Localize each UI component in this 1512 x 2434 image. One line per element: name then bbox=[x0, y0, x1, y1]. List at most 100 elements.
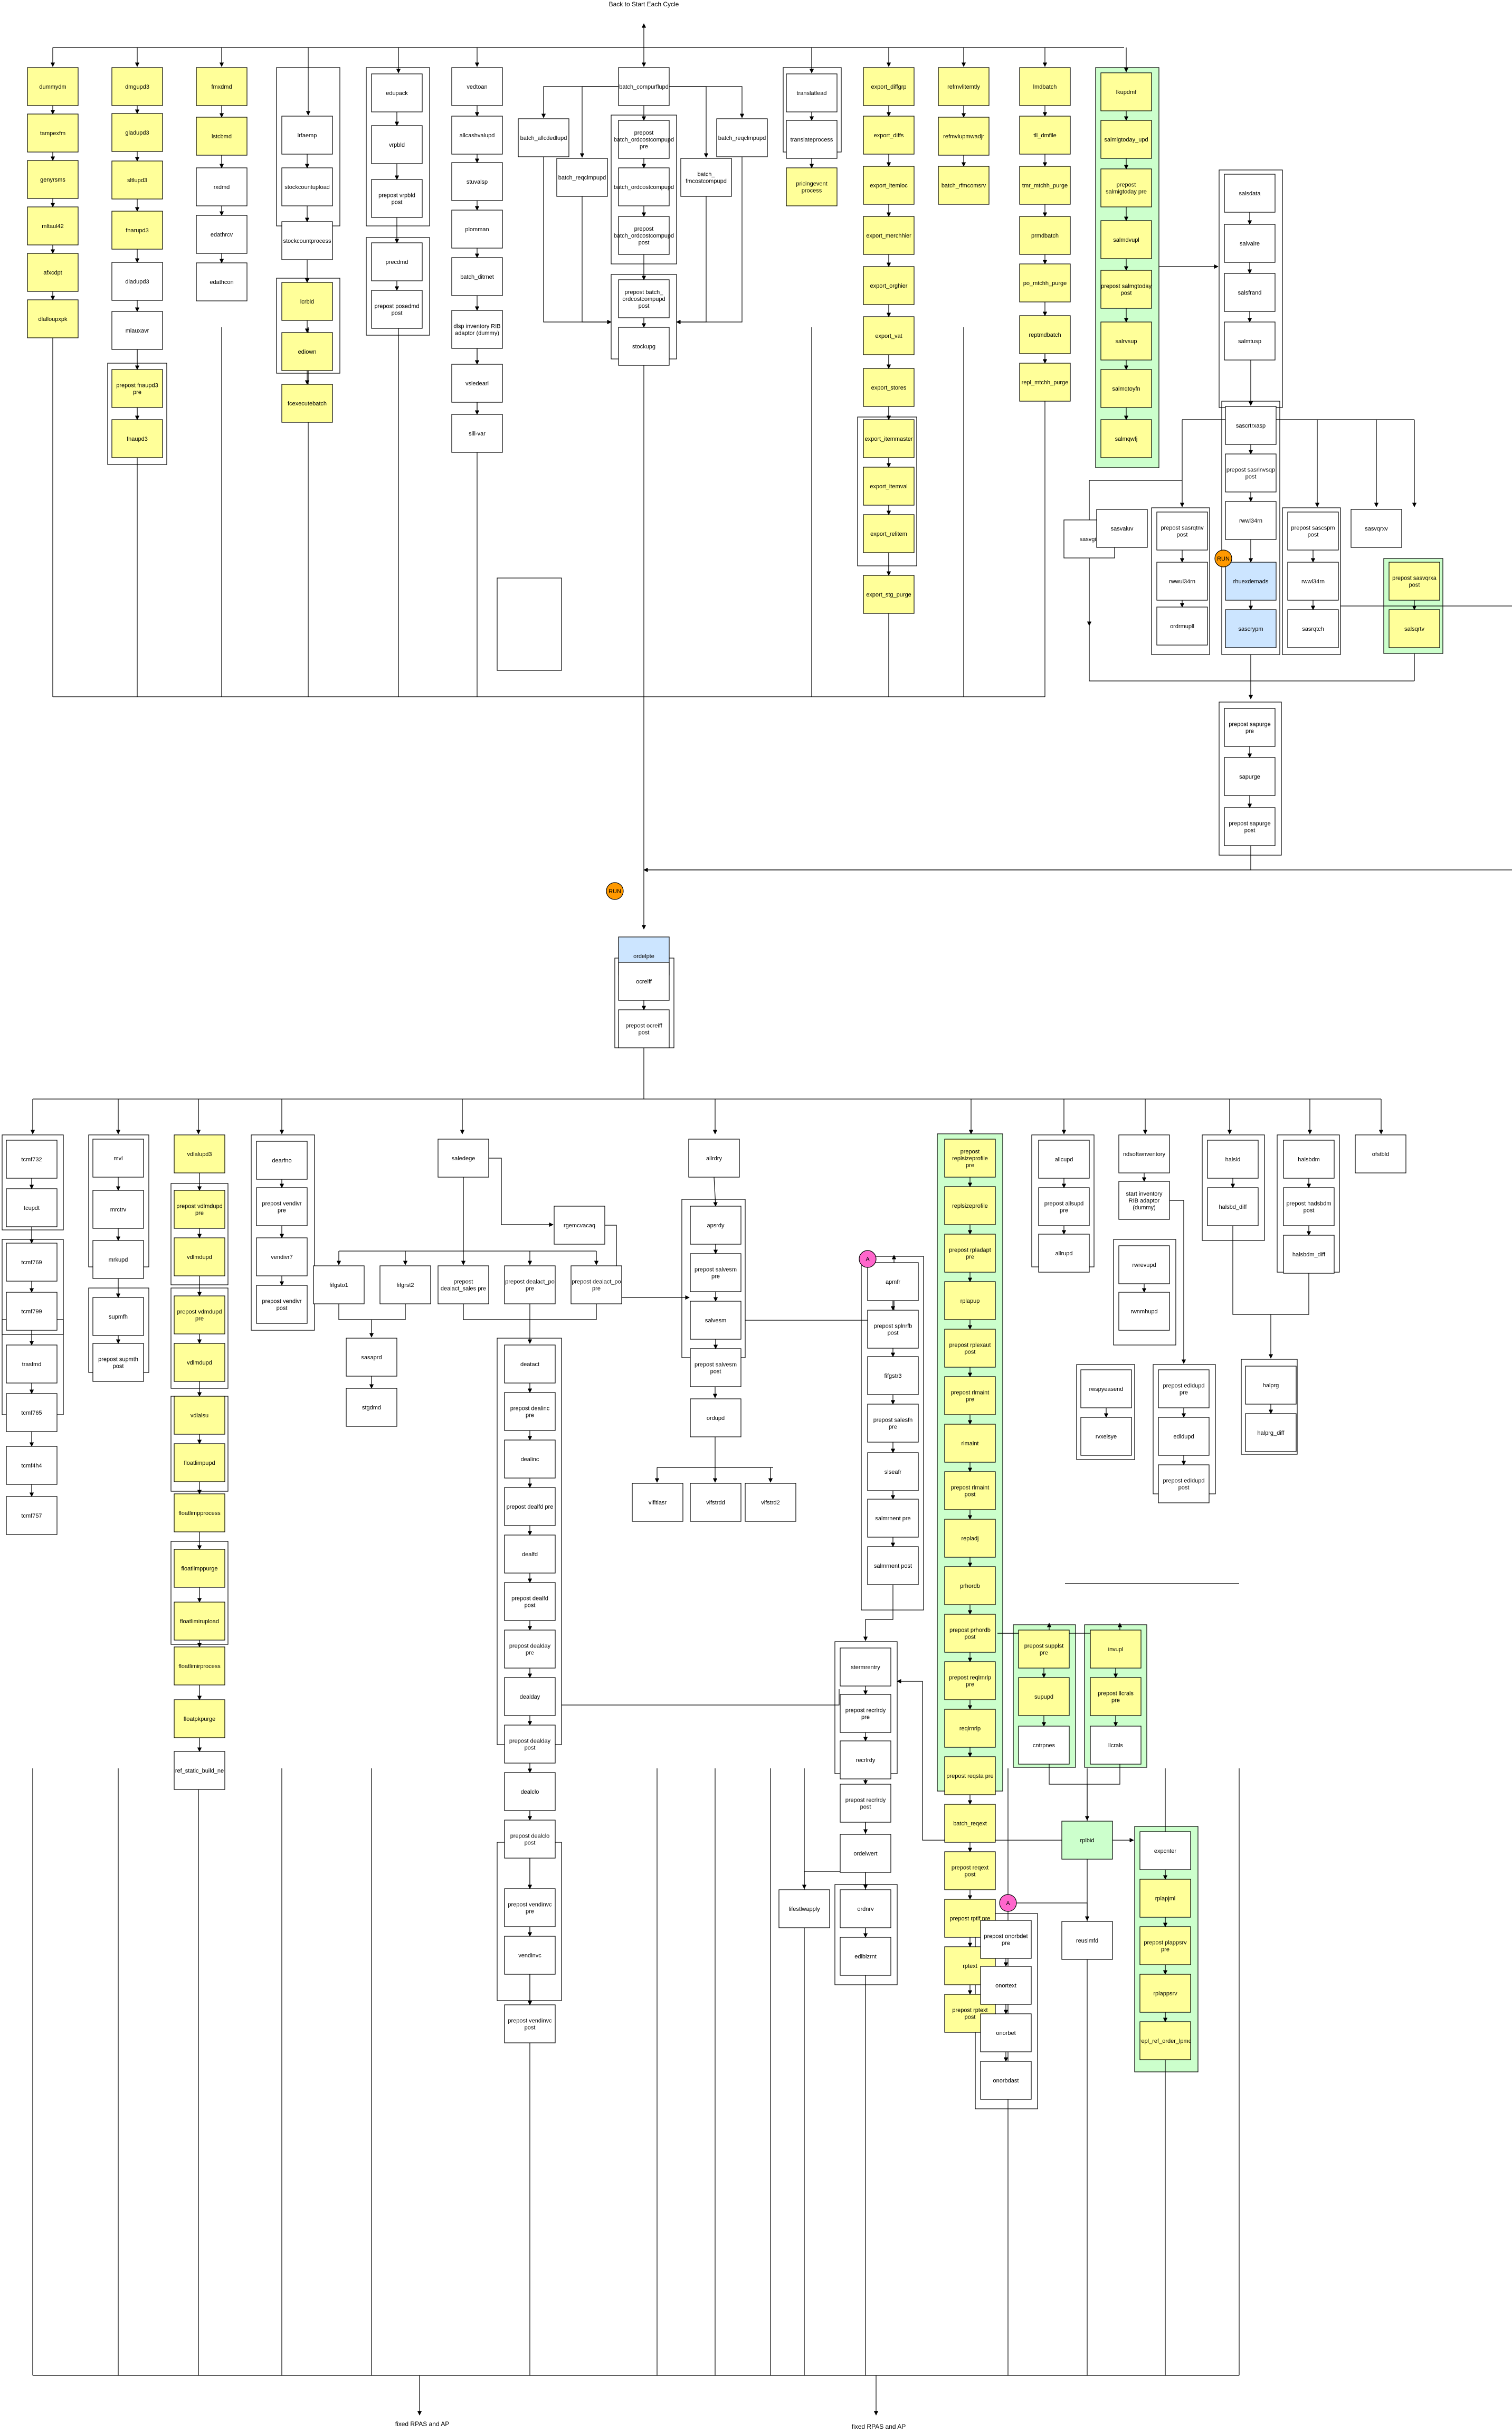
job-group bbox=[497, 577, 562, 671]
job-node: edldupd bbox=[1158, 1417, 1210, 1456]
job-node: reqlrnrlp bbox=[944, 1709, 996, 1748]
job-node-label: salmtusp bbox=[1238, 338, 1261, 345]
job-node: dealclo bbox=[504, 1772, 556, 1811]
job-node-box bbox=[944, 1899, 996, 1938]
job-node-box bbox=[504, 2004, 556, 2043]
job-node-box bbox=[92, 1139, 144, 1178]
job-node-box bbox=[938, 166, 990, 205]
job-node: trasfmd bbox=[6, 1344, 58, 1384]
job-node-label: expcnter bbox=[1154, 1848, 1177, 1854]
job-node: mltaul42 bbox=[27, 206, 79, 245]
dependency-edge bbox=[582, 196, 612, 325]
job-node-box bbox=[1100, 120, 1152, 159]
job-node-label: export_itemmaster bbox=[864, 436, 912, 442]
job-node-label: rxdmd bbox=[214, 184, 230, 191]
job-node: prhordb bbox=[944, 1566, 996, 1605]
job-node: vendivr7 bbox=[256, 1237, 308, 1276]
job-node-box bbox=[745, 1483, 796, 1522]
dependency-edge bbox=[644, 605, 1512, 870]
job-node-label: ndsoftwnventory bbox=[1123, 1151, 1166, 1158]
job-node-label: po_mtchh_purge bbox=[1023, 280, 1067, 287]
job-node-label: reqlrnrlp bbox=[959, 1726, 981, 1732]
job-node-label: prmdbatch bbox=[1031, 233, 1059, 239]
job-group bbox=[2, 1134, 64, 1230]
job-node: vdlmdupd bbox=[174, 1343, 225, 1382]
job-node-label: rwwul34rn bbox=[1169, 579, 1195, 585]
job-node-label: export_orghier bbox=[870, 283, 908, 289]
job-node-label: invupl bbox=[1108, 1646, 1124, 1653]
job-node-label: halprg_diff bbox=[1257, 1430, 1285, 1436]
job-node: ediblzrnt bbox=[840, 1937, 891, 1976]
job-node: floatlimpprocess bbox=[174, 1493, 225, 1532]
job-node-label: rvxeisye bbox=[1096, 1434, 1117, 1440]
job-node-label: repl_mtchh_purge bbox=[1022, 380, 1069, 386]
job-node-label: prepost reqsta pre bbox=[946, 1773, 993, 1779]
job-node-box bbox=[174, 1190, 225, 1229]
job-node-box bbox=[1158, 1369, 1210, 1408]
job-node-label: export_diffgrp bbox=[871, 84, 906, 90]
job-node-box bbox=[1287, 609, 1339, 648]
job-node-label: refmvlitemtly bbox=[947, 84, 980, 90]
job-node-box bbox=[980, 2061, 1032, 2100]
job-node: halprg_diff bbox=[1245, 1413, 1297, 1452]
job-node: lrfaemp bbox=[281, 116, 333, 155]
job-node-box bbox=[174, 1699, 225, 1738]
job-node-box bbox=[1100, 220, 1152, 259]
job-node-label: rptext bbox=[963, 1963, 977, 1969]
job-node-label: export_diffs bbox=[874, 132, 904, 139]
job-node-label: edldupd bbox=[1173, 1434, 1194, 1440]
job-node: translatlead bbox=[786, 73, 838, 112]
job-node: tcmf732 bbox=[6, 1140, 58, 1179]
job-node: tcmf4h4 bbox=[6, 1446, 58, 1485]
job-node-label: repladj bbox=[961, 1536, 978, 1542]
job-node: allcupd bbox=[1038, 1140, 1090, 1179]
job-node-box bbox=[1118, 1181, 1170, 1220]
job-node-box bbox=[281, 221, 333, 260]
job-node-label: ediown bbox=[298, 349, 317, 355]
job-group bbox=[1282, 507, 1341, 655]
job-node-box bbox=[281, 384, 333, 423]
job-node-label: apsrdy bbox=[707, 1223, 725, 1229]
job-node: sltlupd3 bbox=[111, 160, 163, 200]
job-node-box bbox=[944, 1376, 996, 1415]
job-node-box bbox=[786, 73, 838, 112]
job-node-label: slseafr bbox=[885, 1469, 902, 1475]
job-node: fifgsto1 bbox=[313, 1265, 365, 1304]
job-group bbox=[834, 1884, 898, 1985]
job-node: llcrals bbox=[1090, 1726, 1142, 1765]
job-node-box bbox=[451, 257, 503, 296]
job-node-box bbox=[174, 1343, 225, 1382]
job-node-box bbox=[1061, 1821, 1113, 1860]
job-node-label: vifltlasr bbox=[649, 1500, 667, 1506]
job-node-label: plomman bbox=[465, 226, 489, 233]
job-node-box bbox=[1038, 1187, 1090, 1226]
job-node: rhuexdemads bbox=[1225, 562, 1277, 601]
job-node: lmdbatch bbox=[1019, 67, 1071, 106]
job-group bbox=[1202, 1134, 1265, 1241]
job-node: export_stg_purge bbox=[863, 575, 915, 614]
job-node-label: halsbdm_diff bbox=[1292, 1252, 1326, 1258]
job-node: export_merchhier bbox=[863, 216, 915, 255]
job-node-label: lifestlwapply bbox=[788, 1906, 820, 1912]
job-node: rvxeisye bbox=[1080, 1417, 1132, 1456]
job-node-box bbox=[618, 216, 670, 255]
job-node: reuslmfd bbox=[1061, 1921, 1113, 1960]
job-node-label: dmgupd3 bbox=[125, 84, 149, 90]
job-node-label: salrvsup bbox=[1116, 338, 1137, 345]
job-node-box bbox=[313, 1265, 365, 1304]
job-node-box bbox=[554, 1206, 605, 1245]
job-node-label: rplapup bbox=[961, 1298, 980, 1304]
job-node-label: allrdry bbox=[706, 1156, 722, 1162]
job-node-label: vdlalupd3 bbox=[187, 1151, 212, 1158]
job-node-label: rgemcvacaq bbox=[564, 1223, 595, 1229]
job-node-label: edathrcv bbox=[211, 232, 233, 238]
